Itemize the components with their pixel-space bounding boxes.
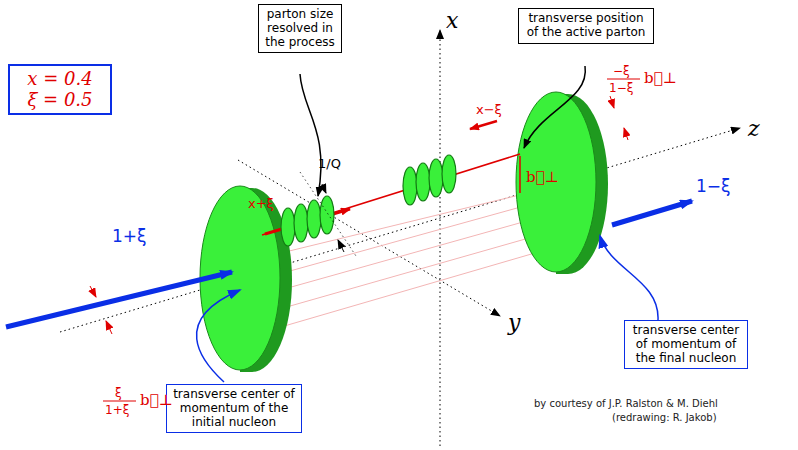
axis-label: z <box>748 116 760 141</box>
credit-note: (redrawing: R. Jakob) <box>612 412 717 423</box>
fraction-denominator: 1+ξ <box>105 403 129 417</box>
parameter-box: x = 0.4ξ = 0.5 <box>8 64 112 115</box>
momentum-fraction: x−ξ <box>476 102 502 117</box>
callout-box: transverse center of momentum of the ini… <box>166 384 302 433</box>
momentum-label: 1−ξ <box>696 176 731 196</box>
box-text: transverse center of momentum of the fin… <box>630 324 742 365</box>
fraction-denominator: 1−ξ <box>609 81 633 95</box>
credit-note: by courtesy of J.P. Ralston & M. Diehl <box>534 398 718 409</box>
axis-label: y <box>508 310 520 335</box>
box-text: transverse position of the active parton <box>524 12 648 40</box>
momentum-label: 1+ξ <box>112 226 147 246</box>
callout-box: transverse center of momentum of the fin… <box>624 320 748 369</box>
vector-label: b⃗⊥ <box>644 69 677 87</box>
box-text: transverse center of momentum of the ini… <box>172 388 296 429</box>
vector-label: b⃗⊥ <box>526 168 559 186</box>
momentum-fraction: x+ξ <box>248 196 274 211</box>
callout-box: transverse position of the active parton <box>518 8 654 44</box>
vector-label: b⃗⊥ <box>140 391 173 409</box>
callout-box: parton size resolved in the process <box>258 4 342 53</box>
box-text: x = 0.4 <box>15 69 105 90</box>
resolution-label: 1/Q <box>318 156 341 171</box>
box-text: ξ = 0.5 <box>15 90 105 111</box>
box-text: parton size resolved in the process <box>264 8 336 49</box>
fraction-numerator: ξ <box>115 386 122 400</box>
axis-label: x <box>446 8 458 33</box>
fraction-numerator: −ξ <box>613 64 630 78</box>
